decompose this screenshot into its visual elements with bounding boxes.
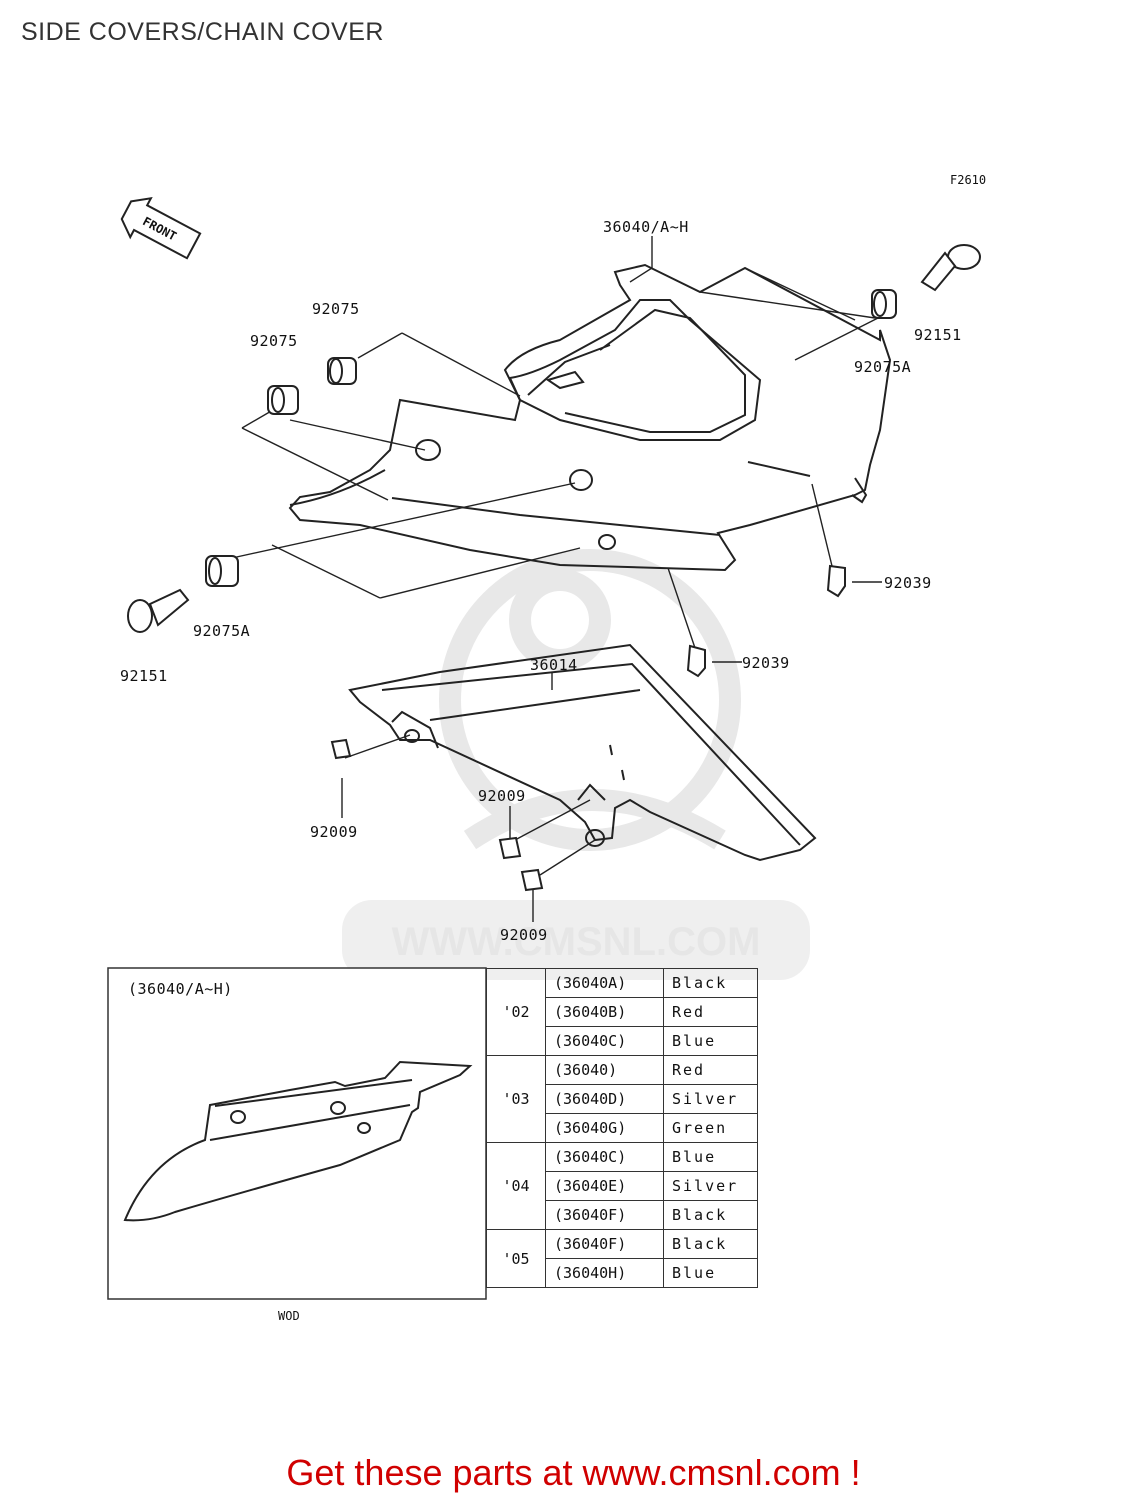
model-year: '03 — [486, 1055, 546, 1143]
callout-clip: 92039 — [884, 574, 932, 592]
part-number: (36040C) — [545, 1026, 664, 1056]
screw-icon — [330, 738, 544, 892]
variant-row: (36040C)Blue — [487, 1026, 758, 1056]
variant-row: '02(36040A)Black — [486, 968, 758, 1056]
front-arrow-icon: FRONT — [120, 196, 202, 260]
variant-row: '05(36040F)Black — [486, 1229, 758, 1288]
bolt-icon — [127, 244, 981, 633]
color-name: Blue — [663, 1026, 758, 1056]
callout-bolt: 92151 — [120, 667, 168, 685]
color-name: Red — [663, 997, 758, 1027]
seat-cover-drawing — [288, 263, 892, 572]
part-number: (36040A) — [545, 968, 664, 998]
variant-row: (36040E)Silver — [487, 1171, 758, 1201]
part-number: (36040E) — [545, 1171, 664, 1201]
variant-row: (36040H)Blue — [487, 1258, 758, 1288]
model-code: WOD — [278, 1309, 300, 1323]
callout-screw: 92009 — [310, 823, 358, 841]
watermark-text: WWW.CMSNL.COM — [392, 920, 761, 964]
callout-screw: 92009 — [500, 926, 548, 944]
callout-chain-cover: 36014 — [530, 656, 578, 674]
model-year: '04 — [486, 1142, 546, 1230]
variant-row: (36040B)Red — [487, 997, 758, 1027]
inset-frame — [107, 967, 487, 1300]
part-number: (36040G) — [545, 1113, 664, 1143]
part-number: (36040F) — [545, 1200, 664, 1230]
callout-grommet: 92075 — [312, 300, 360, 318]
chain-cover-drawing — [348, 643, 817, 862]
color-name: Black — [663, 968, 758, 998]
page-title: SIDE COVERS/CHAIN COVER — [21, 18, 384, 46]
callout-grommet-a: 92075A — [854, 358, 911, 376]
part-number: (36040F) — [545, 1229, 664, 1259]
watermark-logo — [439, 549, 741, 851]
color-name: Silver — [663, 1084, 758, 1114]
leader-lines — [231, 236, 882, 663]
color-name: Blue — [663, 1258, 758, 1288]
variant-row: '03(36040)Red — [486, 1055, 758, 1143]
part-number: (36040B) — [545, 997, 664, 1027]
inset-cover-drawing — [123, 1060, 473, 1222]
model-year: '02 — [486, 968, 546, 1056]
clip-icon — [686, 564, 846, 678]
variant-row: (36040D)Silver — [487, 1084, 758, 1114]
color-variants-table: '02(36040A)Black(36040B)Red(36040C)Blue'… — [486, 968, 758, 1288]
chain-leader-lines — [341, 672, 596, 922]
color-name: Red — [663, 1055, 758, 1085]
callout-screw: 92009 — [478, 787, 526, 805]
callout-clip: 92039 — [742, 654, 790, 672]
callout-grommet-a: 92075A — [193, 622, 250, 640]
figure-code: F2610 — [950, 173, 986, 187]
part-number: (36040) — [545, 1055, 664, 1085]
variant-row: (36040F)Black — [487, 1200, 758, 1230]
watermark-band — [342, 900, 810, 980]
variant-row: (36040G)Green — [487, 1113, 758, 1143]
part-number: (36040H) — [545, 1258, 664, 1288]
grommet-icon — [205, 289, 897, 587]
color-name: Black — [663, 1200, 758, 1230]
color-name: Silver — [663, 1171, 758, 1201]
part-number: (36040C) — [545, 1142, 664, 1172]
callout-bolt: 92151 — [914, 326, 962, 344]
callout-grommet: 92075 — [250, 332, 298, 350]
callout-seat-cover: 36040/A~H — [603, 218, 689, 236]
variant-row: '04(36040C)Blue — [486, 1142, 758, 1230]
inset-heading: (36040/A~H) — [128, 980, 233, 998]
color-name: Black — [663, 1229, 758, 1259]
color-name: Blue — [663, 1142, 758, 1172]
model-year: '05 — [486, 1229, 546, 1288]
color-name: Green — [663, 1113, 758, 1143]
footer-link[interactable]: Get these parts at www.cmsnl.com ! — [286, 1452, 861, 1493]
part-number: (36040D) — [545, 1084, 664, 1114]
